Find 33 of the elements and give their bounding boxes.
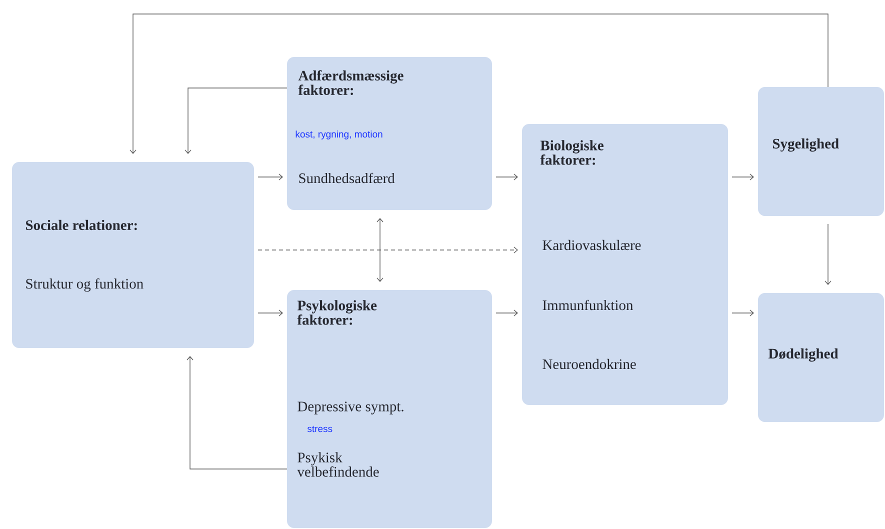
- arrow: [258, 310, 283, 316]
- box-heading: Dødelighed: [768, 348, 838, 362]
- box-text: Psykisk velbefindende: [297, 452, 379, 477]
- arrow: [130, 14, 828, 154]
- arrow: [186, 356, 288, 470]
- factor-box: [287, 57, 492, 210]
- arrow: [732, 174, 754, 180]
- annotation-text: stress: [307, 426, 332, 432]
- factor-box: [758, 87, 884, 216]
- box-text: Neuroendokrine: [542, 358, 636, 370]
- box-heading: Psykologiske faktorer:: [297, 300, 377, 325]
- box-heading: Biologiske faktorer:: [540, 140, 604, 165]
- box-text: Immunfunktion: [542, 300, 633, 310]
- arrow: [258, 174, 283, 180]
- arrow: [496, 174, 518, 180]
- arrow: [376, 218, 384, 282]
- factor-box: [287, 290, 492, 528]
- box-text: Kardiovaskulære: [542, 240, 641, 250]
- arrow: [732, 310, 754, 316]
- box-heading: Adfærdsmæssige faktorer:: [298, 70, 404, 96]
- factor-box: [522, 124, 728, 405]
- factor-box: [12, 162, 254, 348]
- box-text: Sundhedsadfærd: [299, 172, 395, 184]
- box-text: Depressive sympt.: [298, 402, 404, 414]
- arrow: [496, 310, 518, 316]
- box-text: Struktur og funktion: [26, 278, 144, 292]
- box-heading: Sociale relationer:: [26, 220, 137, 230]
- box-heading: Sygelighed: [772, 138, 839, 152]
- arrow: [184, 88, 288, 154]
- arrow: [258, 246, 518, 254]
- arrow: [824, 224, 832, 285]
- factor-box: [758, 293, 884, 422]
- annotation-text: kost, rygning, motion: [296, 130, 382, 140]
